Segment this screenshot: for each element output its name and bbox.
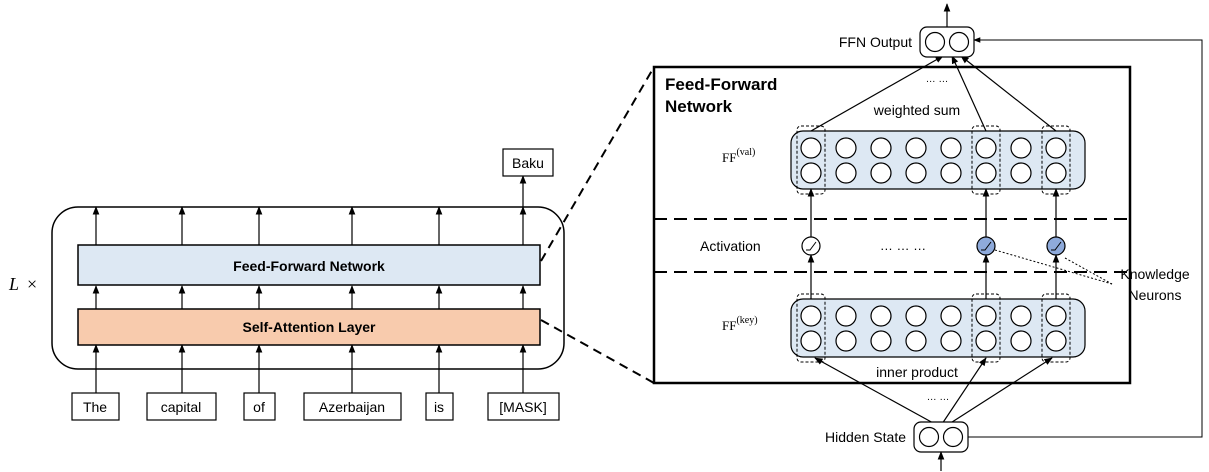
zoom-connectors [540, 66, 655, 384]
inner-product-label: inner product [876, 364, 958, 380]
ffn-detail: Feed-Forward Network FF(val) FF(key) Act… [652, 55, 1190, 425]
neuron [975, 305, 997, 327]
neuron [835, 137, 857, 159]
hidden-state-label: Hidden State [825, 429, 906, 445]
neuron [1045, 137, 1067, 159]
neuron [800, 137, 822, 159]
token-box [146, 392, 217, 421]
neuron [975, 137, 997, 159]
ff-key-row [790, 298, 1086, 358]
token-text: Azerbaijan [319, 399, 385, 415]
ffn-layer-box [77, 244, 541, 286]
input-tokens: The capital of Azerbaijan is [MASK] [71, 392, 560, 421]
output-neuron [948, 31, 970, 53]
top-ellipsis: … … [926, 74, 949, 85]
neuron [870, 137, 892, 159]
ffn-detail-box [652, 65, 1132, 385]
neuron [940, 305, 962, 327]
token-box [71, 392, 120, 421]
inner-product-arrows [814, 357, 1053, 425]
token-text: [MASK] [499, 399, 546, 415]
ffn-layer-label: Feed-Forward Network [233, 258, 385, 274]
neuron [800, 162, 822, 184]
neuron [835, 162, 857, 184]
knowledge-pointers [994, 249, 1113, 285]
layer-multiplier-symbol: × [27, 274, 37, 294]
ffn-output-label: FFN Output [839, 34, 912, 50]
weighted-sum-label: weighted sum [873, 102, 960, 118]
residual-connection [968, 37, 1203, 438]
neuron [870, 162, 892, 184]
neuron [905, 162, 927, 184]
hidden-neuron [918, 426, 940, 448]
neuron [975, 330, 997, 352]
layer-multiplier-var: L [8, 274, 19, 294]
knowledge-neuron [976, 236, 996, 256]
neuron [940, 137, 962, 159]
activation-arrows [807, 188, 1060, 299]
token-text: The [83, 399, 107, 415]
neuron [905, 137, 927, 159]
self-attention-layer-label: Self-Attention Layer [242, 319, 376, 335]
ff-val-label: FF(val) [722, 147, 755, 165]
token-text: of [253, 399, 265, 415]
neuron [1045, 305, 1067, 327]
neuron [1010, 162, 1032, 184]
transformer-block: L × Feed-Forward Network Self-Attention … [8, 148, 565, 421]
token-text: capital [161, 399, 201, 415]
relu-icon [1051, 241, 1062, 251]
hidden-neuron [942, 426, 964, 448]
neuron [1010, 330, 1032, 352]
neuron [1010, 305, 1032, 327]
knowledge-neurons-label-line2: Neurons [1129, 287, 1182, 303]
neuron [835, 305, 857, 327]
neuron [975, 162, 997, 184]
activation-neuron [801, 236, 821, 256]
knowledge-neurons-label-line1: Knowledge [1120, 266, 1189, 282]
bottom-ellipsis: … … [927, 392, 950, 403]
output-word-box [502, 148, 554, 177]
neuron [940, 162, 962, 184]
self-attention-layer-box [77, 308, 541, 346]
activation-label: Activation [700, 238, 761, 254]
ffn-detail-title-line1: Feed-Forward [665, 75, 777, 94]
neuron [835, 330, 857, 352]
neuron [905, 305, 927, 327]
token-text: is [434, 399, 444, 415]
ff-val-neurons [800, 137, 1067, 184]
knowledge-neuron [1046, 236, 1066, 256]
token-box [303, 392, 402, 421]
neuron [800, 305, 822, 327]
neuron [870, 305, 892, 327]
activation-neurons [801, 236, 1066, 256]
ff-key-label: FF(key) [722, 315, 758, 333]
neuron [940, 330, 962, 352]
weighted-sum-arrows [810, 55, 1057, 132]
neuron [1010, 137, 1032, 159]
hidden-state: Hidden State [825, 421, 969, 471]
left-arrows [92, 175, 527, 393]
relu-icon [806, 241, 817, 251]
output-neuron [924, 31, 946, 53]
ffn-output: FFN Output [839, 3, 975, 58]
neuron [800, 330, 822, 352]
token-box [487, 392, 560, 421]
activation-ellipsis: … … … [880, 238, 926, 253]
neuron [905, 330, 927, 352]
token-box [243, 392, 276, 421]
ff-val-row [790, 130, 1086, 190]
relu-icon [981, 241, 992, 251]
token-box [425, 392, 454, 421]
transformer-layer-box [51, 206, 565, 370]
ffn-detail-title-line2: Network [665, 97, 733, 116]
output-word: Baku [512, 155, 544, 171]
neuron [1045, 330, 1067, 352]
neuron [870, 330, 892, 352]
ff-key-neurons [800, 305, 1067, 352]
neuron [1045, 162, 1067, 184]
